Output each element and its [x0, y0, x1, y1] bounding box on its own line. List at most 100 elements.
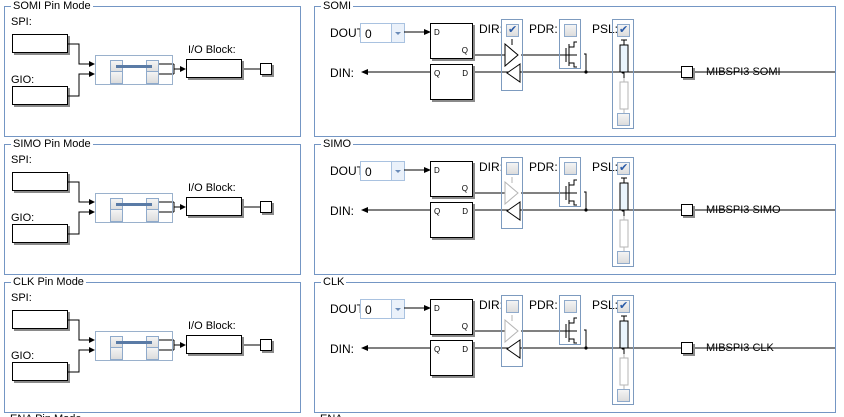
io-block-label: I/O Block:: [188, 44, 236, 56]
io-wiring: [361, 29, 835, 75]
dout-label: DOUT:: [330, 164, 366, 178]
open-drain-transistor-icon: [561, 317, 577, 344]
dout-label: DOUT:: [330, 26, 366, 40]
spi-label: SPI:: [11, 16, 32, 28]
buffer-icons: [504, 315, 521, 359]
mux-wiring: [68, 181, 260, 235]
pin-pad-icon: [681, 342, 693, 354]
io-wiring: [361, 305, 835, 351]
pin-name: MIBSPI3 SOMI: [706, 66, 781, 78]
open-drain-transistor-icon: [561, 179, 577, 206]
dir-label: DIR:: [479, 298, 503, 312]
pdr-label: PDR:: [529, 298, 558, 312]
psl-checkbox[interactable]: [617, 299, 630, 313]
pdr-checkbox[interactable]: [564, 162, 577, 175]
spi-function-box[interactable]: [12, 172, 68, 191]
spi-function-box[interactable]: [12, 34, 68, 53]
pull-up-resistor-icon: [619, 182, 629, 211]
gio-function-box[interactable]: [12, 224, 68, 243]
pulldown-checkbox[interactable]: [617, 389, 630, 402]
psl-group: [612, 19, 634, 129]
chevron-down-icon[interactable]: [391, 300, 404, 318]
output-flipflop: D Q: [430, 299, 473, 335]
arrow-icon: [89, 71, 95, 77]
dir-label: DIR:: [479, 160, 503, 174]
pdr-group: [559, 157, 581, 207]
arrow-icon: [89, 209, 95, 215]
partial-panel-title-left: ENA Pin Mode: [10, 413, 82, 417]
input-flipflop: Q D: [430, 202, 473, 238]
psl-group: [612, 157, 634, 267]
output-buffer-icon: [504, 42, 519, 68]
mux-gio-in[interactable]: [110, 71, 123, 84]
dir-checkbox[interactable]: [506, 23, 519, 37]
io-block[interactable]: [186, 59, 242, 78]
pin-pad-icon: [681, 66, 693, 78]
mux-link-spi: [116, 203, 152, 206]
pdr-label: PDR:: [529, 160, 558, 174]
pdr-group: [559, 295, 581, 345]
pdr-group: [559, 19, 581, 69]
mux-gio-out[interactable]: [146, 209, 159, 222]
mux-gio-out[interactable]: [146, 71, 159, 84]
mux-gio-in[interactable]: [110, 209, 123, 222]
mux-selector: [95, 193, 173, 223]
pin-config-panel: SOMI DOUT: 0 DIN: D Q Q D DIR:: [314, 0, 836, 137]
io-wiring: [361, 167, 835, 213]
gio-function-box[interactable]: [12, 362, 68, 381]
pull-resistor-icons: [619, 39, 629, 115]
dir-group: [501, 157, 523, 229]
pulldown-checkbox[interactable]: [617, 113, 630, 126]
dir-group: [501, 295, 523, 367]
pin-mode-panel: SIMO Pin Mode SPI: GIO: I/O Block:: [4, 137, 301, 275]
arrow-icon: [424, 29, 431, 35]
pin-mode-panel: SOMI Pin Mode SPI: GIO: I/O Block:: [4, 0, 301, 137]
io-block[interactable]: [186, 197, 242, 216]
pdr-checkbox[interactable]: [564, 24, 577, 37]
pin-config-panel: CLK DOUT: 0 DIN: D Q Q D DIR:: [314, 275, 836, 413]
mux-gio-out[interactable]: [146, 347, 159, 360]
output-buffer-icon: [504, 318, 519, 344]
arrow-icon: [361, 207, 368, 213]
dout-select[interactable]: 0: [360, 161, 405, 181]
output-flipflop: D Q: [430, 161, 473, 197]
mux-selector: [95, 55, 173, 85]
buffer-icons: [504, 177, 521, 221]
panel-title: CLK: [321, 275, 347, 289]
dout-select[interactable]: 0: [360, 299, 405, 319]
pull-down-resistor-icon: [619, 357, 629, 386]
io-block[interactable]: [186, 335, 242, 354]
psl-checkbox[interactable]: [617, 23, 630, 37]
mux-gio-in[interactable]: [110, 347, 123, 360]
dout-select[interactable]: 0: [360, 23, 405, 43]
io-block-label: I/O Block:: [188, 320, 236, 332]
pull-up-resistor-icon: [619, 320, 629, 349]
panel-title: SIMO: [321, 137, 354, 151]
mux-link-spi: [116, 65, 152, 68]
pulldown-checkbox[interactable]: [617, 251, 630, 264]
psl-label: PSL:: [592, 298, 619, 312]
pin-pad-icon: [260, 339, 272, 351]
panel-title: SOMI: [321, 0, 354, 13]
dout-label: DOUT:: [330, 302, 366, 316]
dout-value: 0: [365, 165, 372, 179]
spi-function-box[interactable]: [12, 310, 68, 329]
spi-label: SPI:: [11, 292, 32, 304]
input-buffer-icon: [506, 201, 521, 221]
dir-checkbox[interactable]: [506, 300, 519, 313]
mux-link-spi: [116, 341, 152, 344]
pdr-checkbox[interactable]: [564, 300, 577, 313]
input-flipflop: Q D: [430, 340, 473, 376]
pin-mode-panel: CLK Pin Mode SPI: GIO: I/O Block:: [4, 275, 301, 413]
gio-function-box[interactable]: [12, 86, 68, 105]
dir-checkbox[interactable]: [506, 162, 519, 175]
arrow-icon: [89, 337, 95, 343]
chevron-down-icon[interactable]: [391, 24, 404, 42]
pin-name: MIBSPI3 SIMO: [706, 204, 781, 216]
panel-title: SOMI Pin Mode: [11, 0, 93, 13]
psl-checkbox[interactable]: [617, 161, 630, 175]
dout-value: 0: [365, 303, 372, 317]
mux-selector: [95, 331, 173, 361]
chevron-down-icon[interactable]: [391, 162, 404, 180]
gio-label: GIO:: [11, 212, 35, 224]
